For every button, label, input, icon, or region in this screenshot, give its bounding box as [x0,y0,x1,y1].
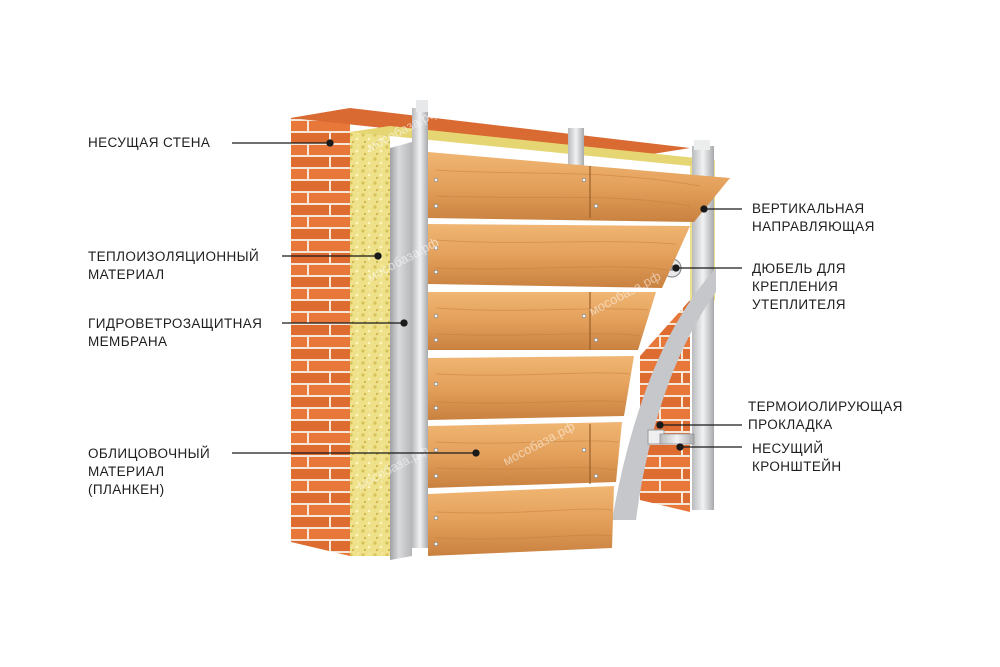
label-thermal-pad: ТЕРМОИОЛИРУЮЩАЯ ПРОКЛАДКА [748,398,903,434]
insulation-layer [350,126,390,556]
label-line: УТЕПЛИТЕЛЯ [752,296,846,314]
label-line: НЕСУЩАЯ СТЕНА [88,134,210,152]
label-insulation: ТЕПЛОИЗОЛЯЦИОННЫЙ МАТЕРИАЛ [88,248,259,284]
bracket [660,434,694,444]
label-cladding: ОБЛИЦОВОЧНЫЙ МАТЕРИАЛ (ПЛАНКЕН) [88,445,210,499]
label-line: ДЮБЕЛЬ ДЛЯ [752,260,846,278]
guide-rail-left [412,108,428,548]
label-line: ТЕРМОИОЛИРУЮЩАЯ [748,398,903,416]
label-line: ОБЛИЦОВОЧНЫЙ [88,445,210,463]
label-membrane: ГИДРОВЕТРОЗАЩИТНАЯ МЕМБРАНА [88,315,262,351]
label-vertical-guide: ВЕРТИКАЛЬНАЯ НАПРАВЛЯЮЩАЯ [752,200,875,236]
label-line: ТЕПЛОИЗОЛЯЦИОННЫЙ [88,248,259,266]
label-dowel: ДЮБЕЛЬ ДЛЯ КРЕПЛЕНИЯ УТЕПЛИТЕЛЯ [752,260,846,314]
label-line: (ПЛАНКЕН) [88,481,210,499]
plank-4 [428,356,634,420]
label-line: КРЕПЛЕНИЯ [752,278,846,296]
label-line: МАТЕРИАЛ [88,463,210,481]
label-line: МЕМБРАНА [88,333,262,351]
membrane-layer [390,142,412,560]
label-load-bearing-wall: НЕСУЩАЯ СТЕНА [88,134,210,152]
label-line: НАПРАВЛЯЮЩАЯ [752,218,875,236]
label-line: МАТЕРИАЛ [88,266,259,284]
label-line: ПРОКЛАДКА [748,416,903,434]
plank-6 [428,486,614,556]
label-bracket: НЕСУЩИЙ КРОНШТЕЙН [752,440,842,476]
brick-wall-front [291,108,350,556]
guide-rail-mid [568,128,584,168]
label-line: ГИДРОВЕТРОЗАЩИТНАЯ [88,315,262,333]
label-line: КРОНШТЕЙН [752,458,842,476]
guide-rail-right-cap [694,140,710,150]
label-line: НЕСУЩИЙ [752,440,842,458]
label-line: ВЕРТИКАЛЬНАЯ [752,200,875,218]
